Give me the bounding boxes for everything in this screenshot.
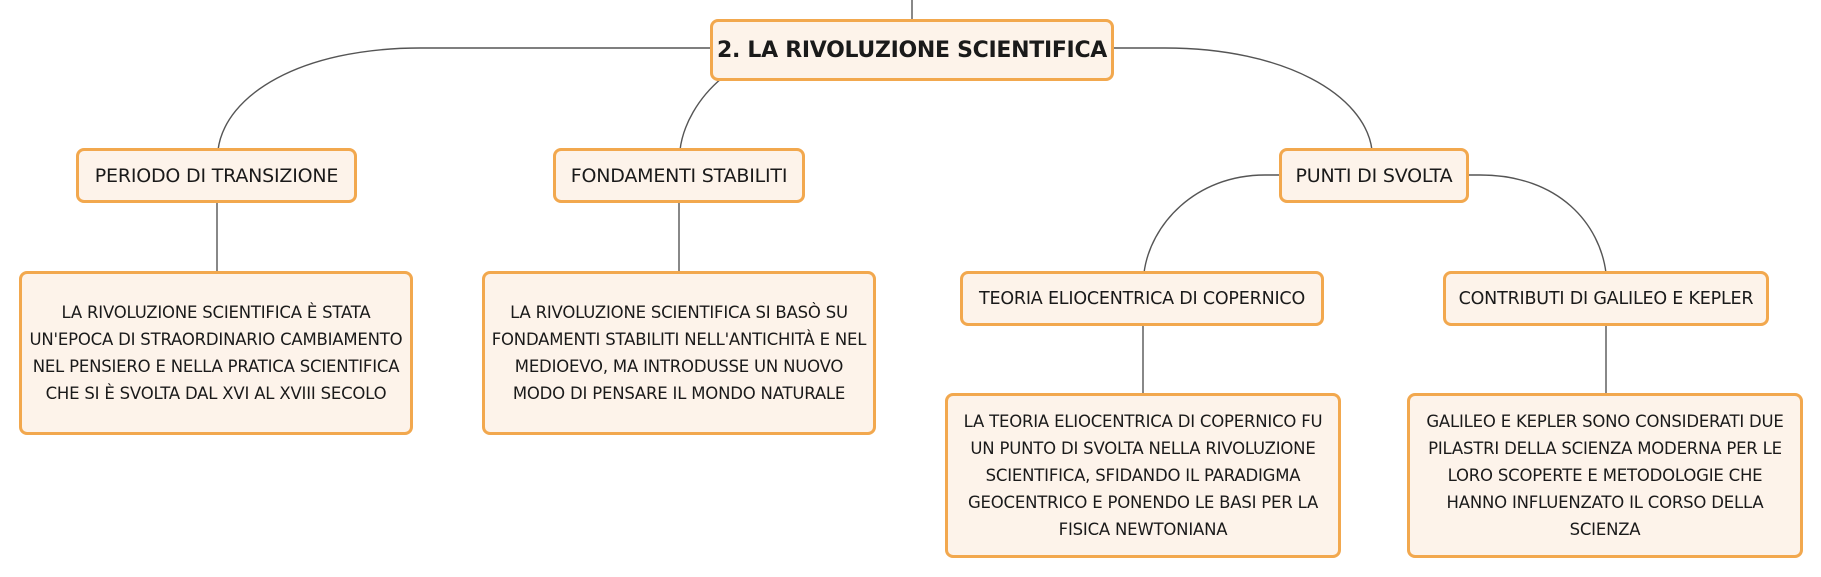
- topic-fondamenti-stabiliti[interactable]: FONDAMENTI STABILITI: [553, 148, 805, 203]
- connector-root-to-fondamenti: [679, 77, 723, 151]
- description-periodo-di-transizione[interactable]: LA RIVOLUZIONE SCIENTIFICA È STATA UN'EP…: [19, 271, 413, 435]
- description-contributi-galileo-kepler[interactable]: GALILEO E KEPLER SONO CONSIDERATI DUE PI…: [1407, 393, 1803, 558]
- description-fondamenti-stabiliti[interactable]: LA RIVOLUZIONE SCIENTIFICA SI BASÒ SU FO…: [482, 271, 876, 435]
- topic-punti-di-svolta[interactable]: PUNTI DI SVOLTA: [1279, 148, 1469, 203]
- connector-root-to-punti: [1110, 47, 1373, 151]
- connector-root-to-periodo: [217, 47, 712, 151]
- topic-teoria-eliocentrica[interactable]: TEORIA ELIOCENTRICA DI COPERNICO: [960, 271, 1324, 326]
- root-topic[interactable]: 2. LA RIVOLUZIONE SCIENTIFICA: [710, 19, 1114, 81]
- topic-contributi-galileo-kepler[interactable]: CONTRIBUTI DI GALILEO E KEPLER: [1443, 271, 1769, 326]
- description-teoria-eliocentrica[interactable]: LA TEORIA ELIOCENTRICA DI COPERNICO FU U…: [945, 393, 1341, 558]
- topic-periodo-di-transizione[interactable]: PERIODO DI TRANSIZIONE: [76, 148, 357, 203]
- connector-punti-to-copernico: [1143, 174, 1281, 274]
- connector-punti-to-galileo: [1466, 174, 1607, 274]
